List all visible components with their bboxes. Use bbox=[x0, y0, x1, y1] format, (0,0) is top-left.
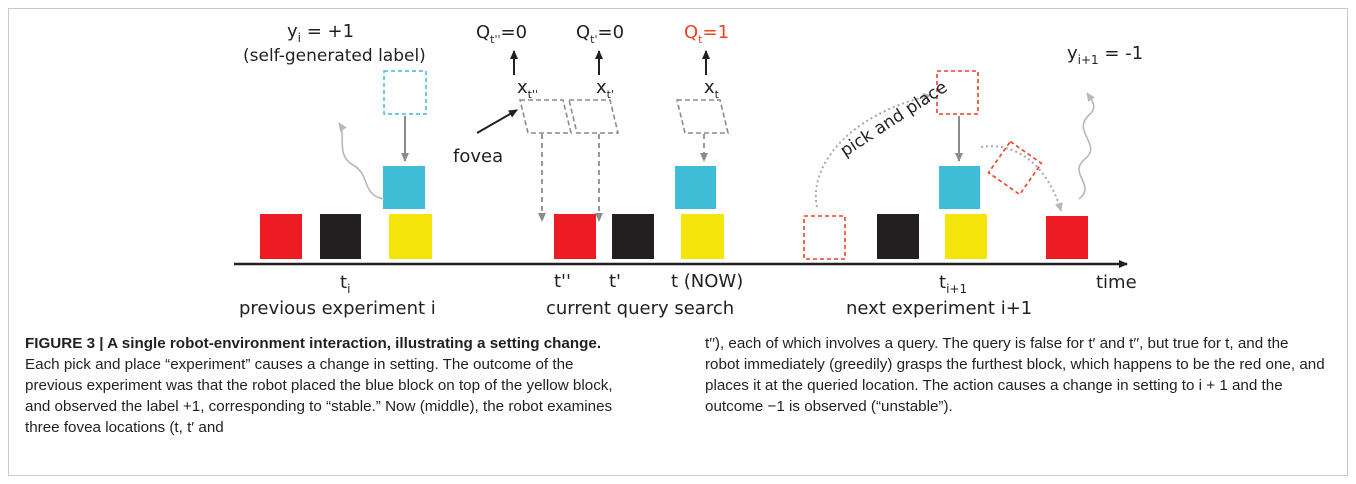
fovea-pointer-arrow bbox=[476, 109, 518, 134]
label-previous-experiment: previous experiment i bbox=[239, 298, 436, 319]
figure-caption-text-right: t′′), each of which involves a query. Th… bbox=[705, 335, 1325, 415]
block-black-current bbox=[612, 214, 654, 259]
label-t-prime: t' bbox=[609, 271, 621, 292]
label-q-t-double-prime: Qt''=0 bbox=[476, 22, 527, 46]
label-t-i: ti bbox=[340, 272, 350, 296]
label-self-generated: (self-generated label) bbox=[243, 46, 426, 66]
block-cyan-previous bbox=[383, 166, 425, 209]
figure-caption-text-left: Each pick and place “experiment” causes … bbox=[25, 356, 613, 436]
block-red-current bbox=[554, 214, 596, 259]
block-yellow-current bbox=[681, 214, 724, 259]
label-x-t-prime: xt' bbox=[596, 77, 614, 101]
figure-caption-right: t′′), each of which involves a query. Th… bbox=[705, 333, 1325, 417]
block-red-previous bbox=[260, 214, 302, 259]
figure-caption-left: FIGURE 3 | A single robot-environment in… bbox=[25, 333, 625, 438]
label-y-i: yi = +1 bbox=[287, 21, 354, 45]
label-x-t-double-prime: xt'' bbox=[517, 77, 538, 101]
block-cyan-current bbox=[675, 166, 716, 209]
block-yellow-previous bbox=[389, 214, 432, 259]
label-time: time bbox=[1096, 272, 1137, 293]
label-t-double-prime: t'' bbox=[554, 271, 571, 292]
block-red-ghost-next bbox=[803, 215, 846, 260]
block-black-previous bbox=[320, 214, 361, 259]
block-yellow-next bbox=[945, 214, 987, 259]
label-next-experiment: next experiment i+1 bbox=[846, 298, 1032, 319]
squiggle-arrow-previous bbox=[338, 122, 385, 200]
squiggle-arrow-next bbox=[1078, 92, 1095, 200]
fovea-t bbox=[675, 99, 730, 134]
label-t-now: t (NOW) bbox=[671, 271, 743, 292]
label-x-t: xt bbox=[704, 77, 720, 101]
label-y-next: yi+1 = -1 bbox=[1067, 43, 1143, 67]
block-cyan-next bbox=[939, 166, 980, 209]
figure-illustration: yi = +1 (self-generated label) Qt''=0 Qt… bbox=[234, 21, 1143, 319]
label-current-query: current query search bbox=[546, 298, 734, 319]
pick-and-place-arc bbox=[814, 93, 932, 208]
block-red-next bbox=[1046, 216, 1088, 259]
figure-caption-title: FIGURE 3 | A single robot-environment in… bbox=[25, 335, 602, 352]
fall-arc bbox=[980, 145, 1063, 212]
figure-frame: yi = +1 (self-generated label) Qt''=0 Qt… bbox=[8, 8, 1348, 476]
block-cyan-ghost-previous bbox=[383, 70, 427, 115]
label-q-t-prime: Qt'=0 bbox=[576, 22, 624, 46]
label-q-t: Qt=1 bbox=[684, 22, 729, 46]
block-red-ghost-tilted bbox=[987, 140, 1043, 196]
label-pick-and-place: pick and place bbox=[837, 77, 951, 161]
label-t-next: ti+1 bbox=[939, 272, 967, 296]
label-fovea: fovea bbox=[453, 146, 503, 167]
block-black-next bbox=[877, 214, 919, 259]
fovea-t-prime bbox=[567, 99, 620, 134]
fovea-t-double-prime bbox=[518, 99, 573, 134]
